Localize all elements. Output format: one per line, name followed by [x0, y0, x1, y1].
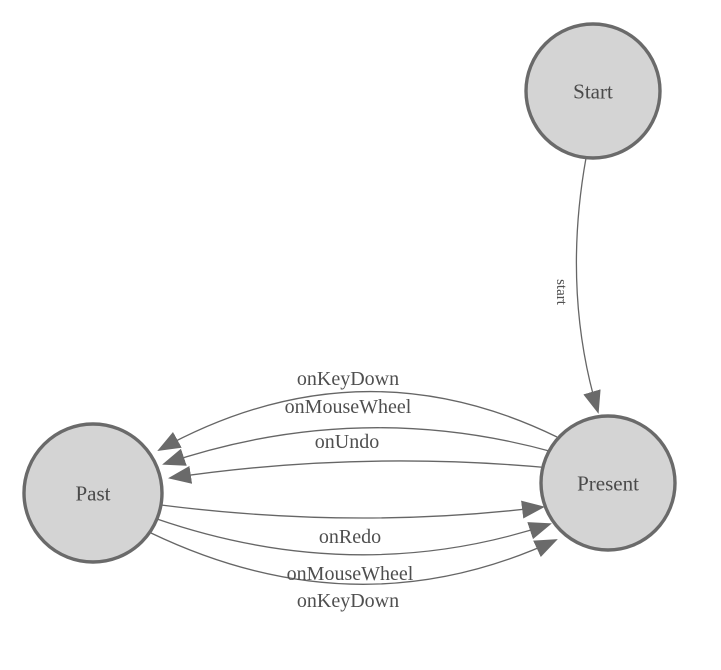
- node-present: Present: [539, 414, 677, 552]
- edge-label-onkeydown-top: onKeyDown: [297, 368, 399, 390]
- edge-label-onmousewheel-top: onMouseWheel: [285, 396, 412, 418]
- start-node-circle: [524, 22, 662, 160]
- edge-labels-layer: start onKeyDown onMouseWheel onUndo onRe…: [285, 279, 569, 612]
- edge-start-to-present: [575, 157, 601, 414]
- edge-present-to-past-onundo: [168, 460, 552, 484]
- edge-label-onundo: onUndo: [315, 431, 379, 453]
- edge-label-onredo: onRedo: [319, 526, 381, 548]
- past-node-circle: [22, 422, 164, 564]
- present-node-circle: [539, 414, 677, 552]
- edge-past-to-present-onredo: [160, 500, 545, 519]
- edge-label-onmousewheel-bottom: onMouseWheel: [287, 563, 414, 585]
- edge-label-start: start: [553, 279, 569, 306]
- nodes-layer: Start Past Present: [22, 22, 677, 564]
- edge-past-to-present-onkeydown: [150, 532, 558, 585]
- edge-present-to-past-onmousewheel: [162, 427, 554, 466]
- past-node-label: Past: [75, 481, 110, 505]
- edge-present-to-past-onkeydown: [157, 390, 558, 451]
- start-node-label: Start: [573, 79, 613, 103]
- edges-layer: [150, 157, 601, 585]
- node-past: Past: [22, 422, 164, 564]
- present-node-label: Present: [577, 471, 639, 495]
- edge-label-onkeydown-bottom: onKeyDown: [297, 590, 399, 612]
- edge-past-to-present-onmousewheel: [156, 518, 552, 556]
- node-start: Start: [524, 22, 662, 160]
